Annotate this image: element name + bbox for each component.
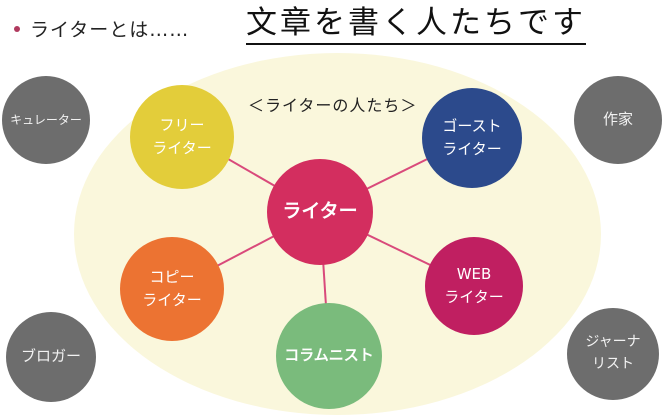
headline: 文章を書く人たちです	[246, 4, 586, 45]
node-web-writer: WEB ライター	[425, 237, 523, 335]
node-author: 作家	[574, 76, 662, 164]
node-author-label: 作家	[602, 110, 633, 129]
node-columnist-label: コラムニスト	[284, 346, 374, 365]
node-ghost-line2: ライター	[442, 140, 502, 158]
lead-text: ライターとは……	[30, 19, 190, 41]
node-copy-writer: コピー ライター	[120, 237, 224, 341]
node-free-line2: ライター	[152, 139, 212, 157]
node-blogger-label: ブロガー	[20, 347, 81, 366]
node-ghost-line1: ゴースト	[442, 116, 502, 135]
node-copy-line2: ライター	[142, 291, 202, 309]
node-journalist-line2: リスト	[592, 356, 634, 372]
page-header: ライターとは…… 文章を書く人たちです	[0, 0, 662, 52]
node-writer-label: ライター	[282, 200, 358, 223]
node-journalist: ジャーナ リスト	[567, 308, 659, 400]
node-curator: キュレーター	[2, 76, 90, 164]
node-columnist: コラムニスト	[276, 303, 382, 409]
node-curator-label: キュレーター	[10, 112, 82, 127]
node-web-line2: ライター	[444, 288, 504, 306]
node-writer: ライター	[267, 159, 373, 265]
bullet-dot	[14, 26, 20, 32]
node-free-writer: フリー ライター	[130, 85, 234, 189]
node-web-line1: WEB	[456, 264, 492, 283]
node-free-line1: フリー	[159, 115, 205, 134]
node-copy-line1: コピー	[149, 267, 195, 286]
diagram-title: ＜ライターの人たち＞	[248, 96, 418, 115]
node-journalist-line1: ジャーナ	[585, 334, 641, 351]
node-blogger: ブロガー	[6, 312, 96, 402]
node-ghost-writer: ゴースト ライター	[422, 88, 522, 188]
